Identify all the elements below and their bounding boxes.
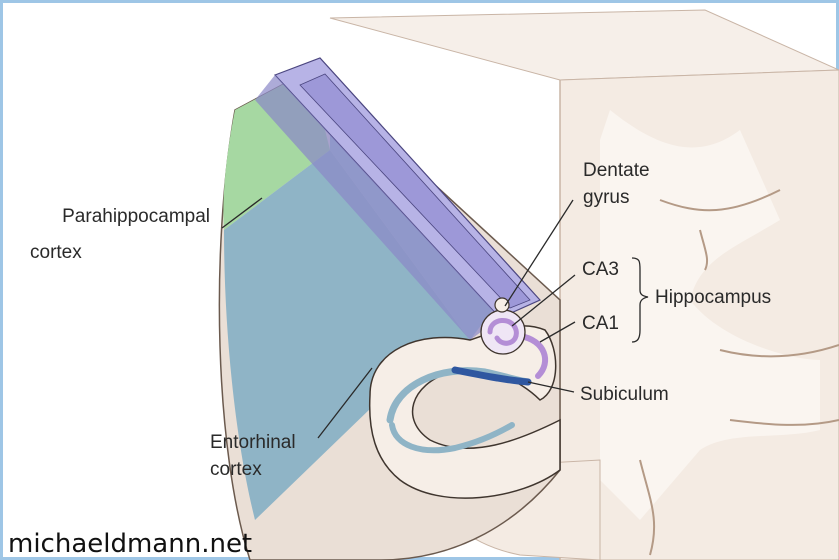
label-entorhinal-line2: cortex: [210, 459, 262, 480]
label-parahippocampal-line2: cortex: [30, 242, 82, 263]
dentate-knob: [495, 298, 509, 312]
label-entorhinal-line1: Entorhinal: [210, 432, 296, 453]
label-parahippocampal-line1: Parahippocampal: [62, 206, 210, 227]
brain-block-top: [330, 10, 839, 80]
watermark-text: michaeldmann.net: [8, 529, 252, 559]
label-dentate-line2: gyrus: [583, 187, 629, 208]
label-hippocampus: Hippocampus: [655, 287, 771, 308]
label-subiculum: Subiculum: [580, 384, 669, 405]
label-ca1: CA1: [582, 313, 619, 334]
label-ca3: CA3: [582, 259, 619, 280]
label-dentate-line1: Dentate: [583, 160, 650, 181]
